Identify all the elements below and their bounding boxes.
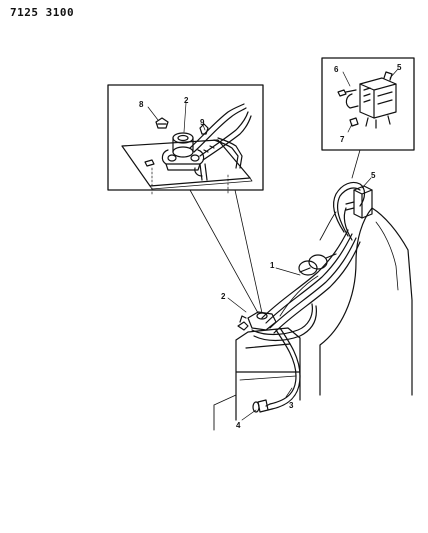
nut bbox=[349, 117, 359, 127]
callout-9-detail: 9 bbox=[200, 118, 205, 127]
vacuum-valve bbox=[161, 132, 205, 171]
callout-5-main: 5 bbox=[371, 171, 376, 180]
callout-5-detail: 5 bbox=[397, 63, 402, 72]
hose-fitting bbox=[252, 399, 269, 413]
detail-left-hoses bbox=[189, 103, 252, 181]
callout-7-detail: 7 bbox=[340, 135, 345, 144]
upper-hose-loop bbox=[319, 181, 366, 241]
callout-8-detail: 8 bbox=[139, 100, 144, 109]
solenoid-module-installed bbox=[345, 185, 373, 219]
solenoid-module bbox=[345, 71, 397, 129]
screw bbox=[337, 89, 357, 97]
drawing-number: 7125 3100 bbox=[10, 6, 75, 19]
vacuum-valve-installed bbox=[237, 311, 277, 331]
detail-left-leader-2 bbox=[234, 189, 263, 314]
detail-inset-left: 8 2 9 bbox=[107, 84, 264, 196]
detail-left-leader bbox=[189, 189, 259, 314]
callout-2-main: 2 bbox=[221, 292, 226, 301]
callout-6-detail: 6 bbox=[334, 65, 339, 74]
front-support bbox=[235, 327, 301, 421]
main-assembly: 5 1 2 3 4 bbox=[213, 171, 413, 431]
body-panel bbox=[319, 207, 413, 396]
detail-right-leader bbox=[351, 149, 361, 179]
callout-1-main: 1 bbox=[270, 261, 275, 270]
callout-2-detail: 2 bbox=[184, 96, 189, 105]
callout-4-main: 4 bbox=[236, 421, 241, 430]
detail-inset-right: 6 5 7 bbox=[321, 57, 415, 151]
vacuum-cap bbox=[155, 117, 169, 129]
hose-clip bbox=[199, 123, 209, 135]
detail-inset-left-frame bbox=[107, 84, 264, 191]
callout-3-main: 3 bbox=[289, 401, 294, 410]
detail-inset-right-frame bbox=[321, 57, 415, 151]
vacuum-canister bbox=[298, 253, 337, 276]
vacuum-hose bbox=[265, 327, 301, 411]
main-hose-bundle bbox=[251, 229, 361, 342]
